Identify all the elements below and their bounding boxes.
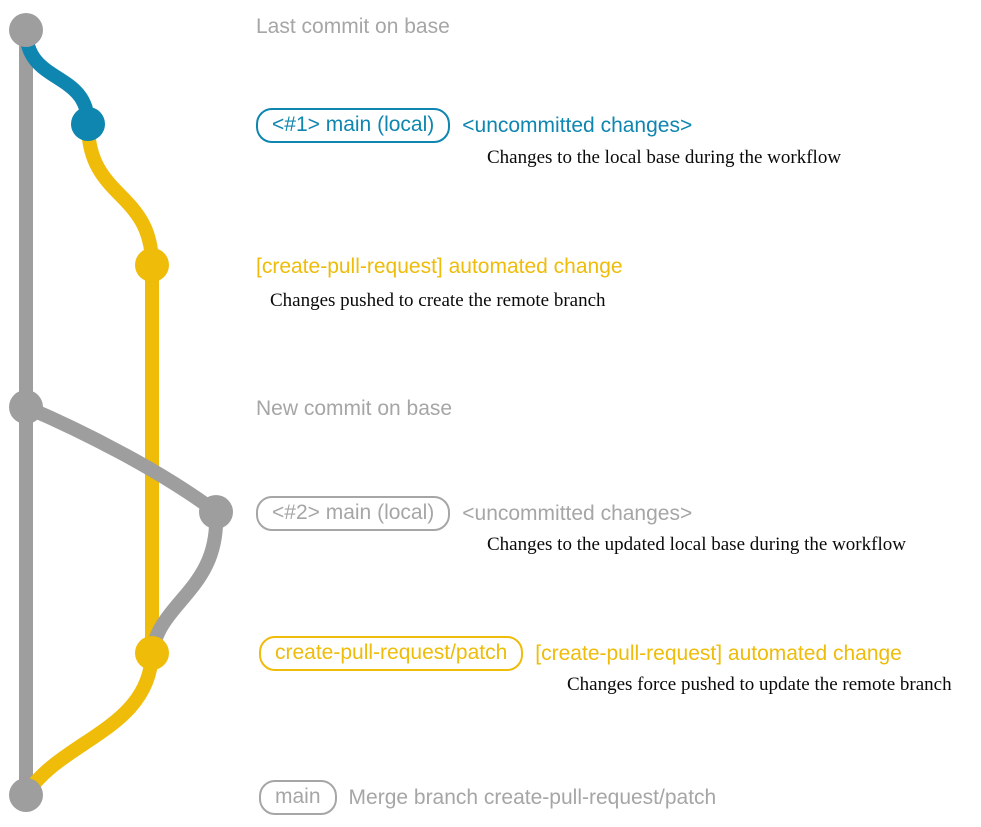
commit-subject-remote-commit-2: [create-pull-request] automated change bbox=[535, 642, 902, 665]
commit-node-local-commit-2 bbox=[199, 495, 233, 529]
branch-ref-pill-main[interactable]: main bbox=[259, 780, 337, 815]
commit-node-last-commit-on-base bbox=[9, 13, 43, 47]
merge-line bbox=[19, 646, 159, 802]
commit-subject-merge-commit-main: Merge branch create-pull-request/patch bbox=[348, 786, 717, 809]
commit-node-remote-commit-2 bbox=[135, 636, 169, 670]
branch-ref-pill-main-local-1[interactable]: <#1> main (local) bbox=[256, 108, 451, 143]
commit-subject-local-commit-2: <uncommitted changes> bbox=[462, 502, 693, 525]
commit-node-new-commit-on-base bbox=[9, 390, 43, 424]
commit-subject-last-commit-on-base: Last commit on base bbox=[256, 15, 450, 38]
local-branch-line-2 bbox=[19, 400, 223, 519]
branch-ref-pill-create-pull-request-patch[interactable]: create-pull-request/patch bbox=[259, 636, 524, 671]
commit-body-local-commit-2: Changes to the updated local base during… bbox=[487, 534, 906, 555]
commit-row-remote-commit-2: create-pull-request/patch [create-pull-r… bbox=[259, 636, 902, 671]
commit-row-local-commit-2: <#2> main (local) <uncommitted changes> bbox=[256, 496, 692, 531]
commit-row-local-commit-1: <#1> main (local) <uncommitted changes> bbox=[256, 108, 692, 143]
commit-node-local-commit-1 bbox=[71, 107, 105, 141]
commit-subject-new-commit-on-base: New commit on base bbox=[256, 397, 453, 420]
commit-subject-local-commit-1: <uncommitted changes> bbox=[462, 114, 693, 137]
commit-node-remote-commit-1 bbox=[135, 248, 169, 282]
branch-ref-pill-main-local-2[interactable]: <#2> main (local) bbox=[256, 496, 451, 531]
commit-row-merge-commit-main: main Merge branch create-pull-request/pa… bbox=[259, 780, 716, 815]
commit-node-merge-commit-main bbox=[9, 778, 43, 812]
commit-subject-remote-commit-1: [create-pull-request] automated change bbox=[256, 255, 623, 278]
remote-branch-line-1 bbox=[81, 117, 159, 272]
local-to-remote-line-2 bbox=[145, 505, 224, 660]
commit-body-local-commit-1: Changes to the local base during the wor… bbox=[487, 147, 842, 168]
commit-body-remote-commit-2: Changes force pushed to update the remot… bbox=[567, 674, 952, 695]
commit-body-remote-commit-1: Changes pushed to create the remote bran… bbox=[270, 290, 606, 311]
